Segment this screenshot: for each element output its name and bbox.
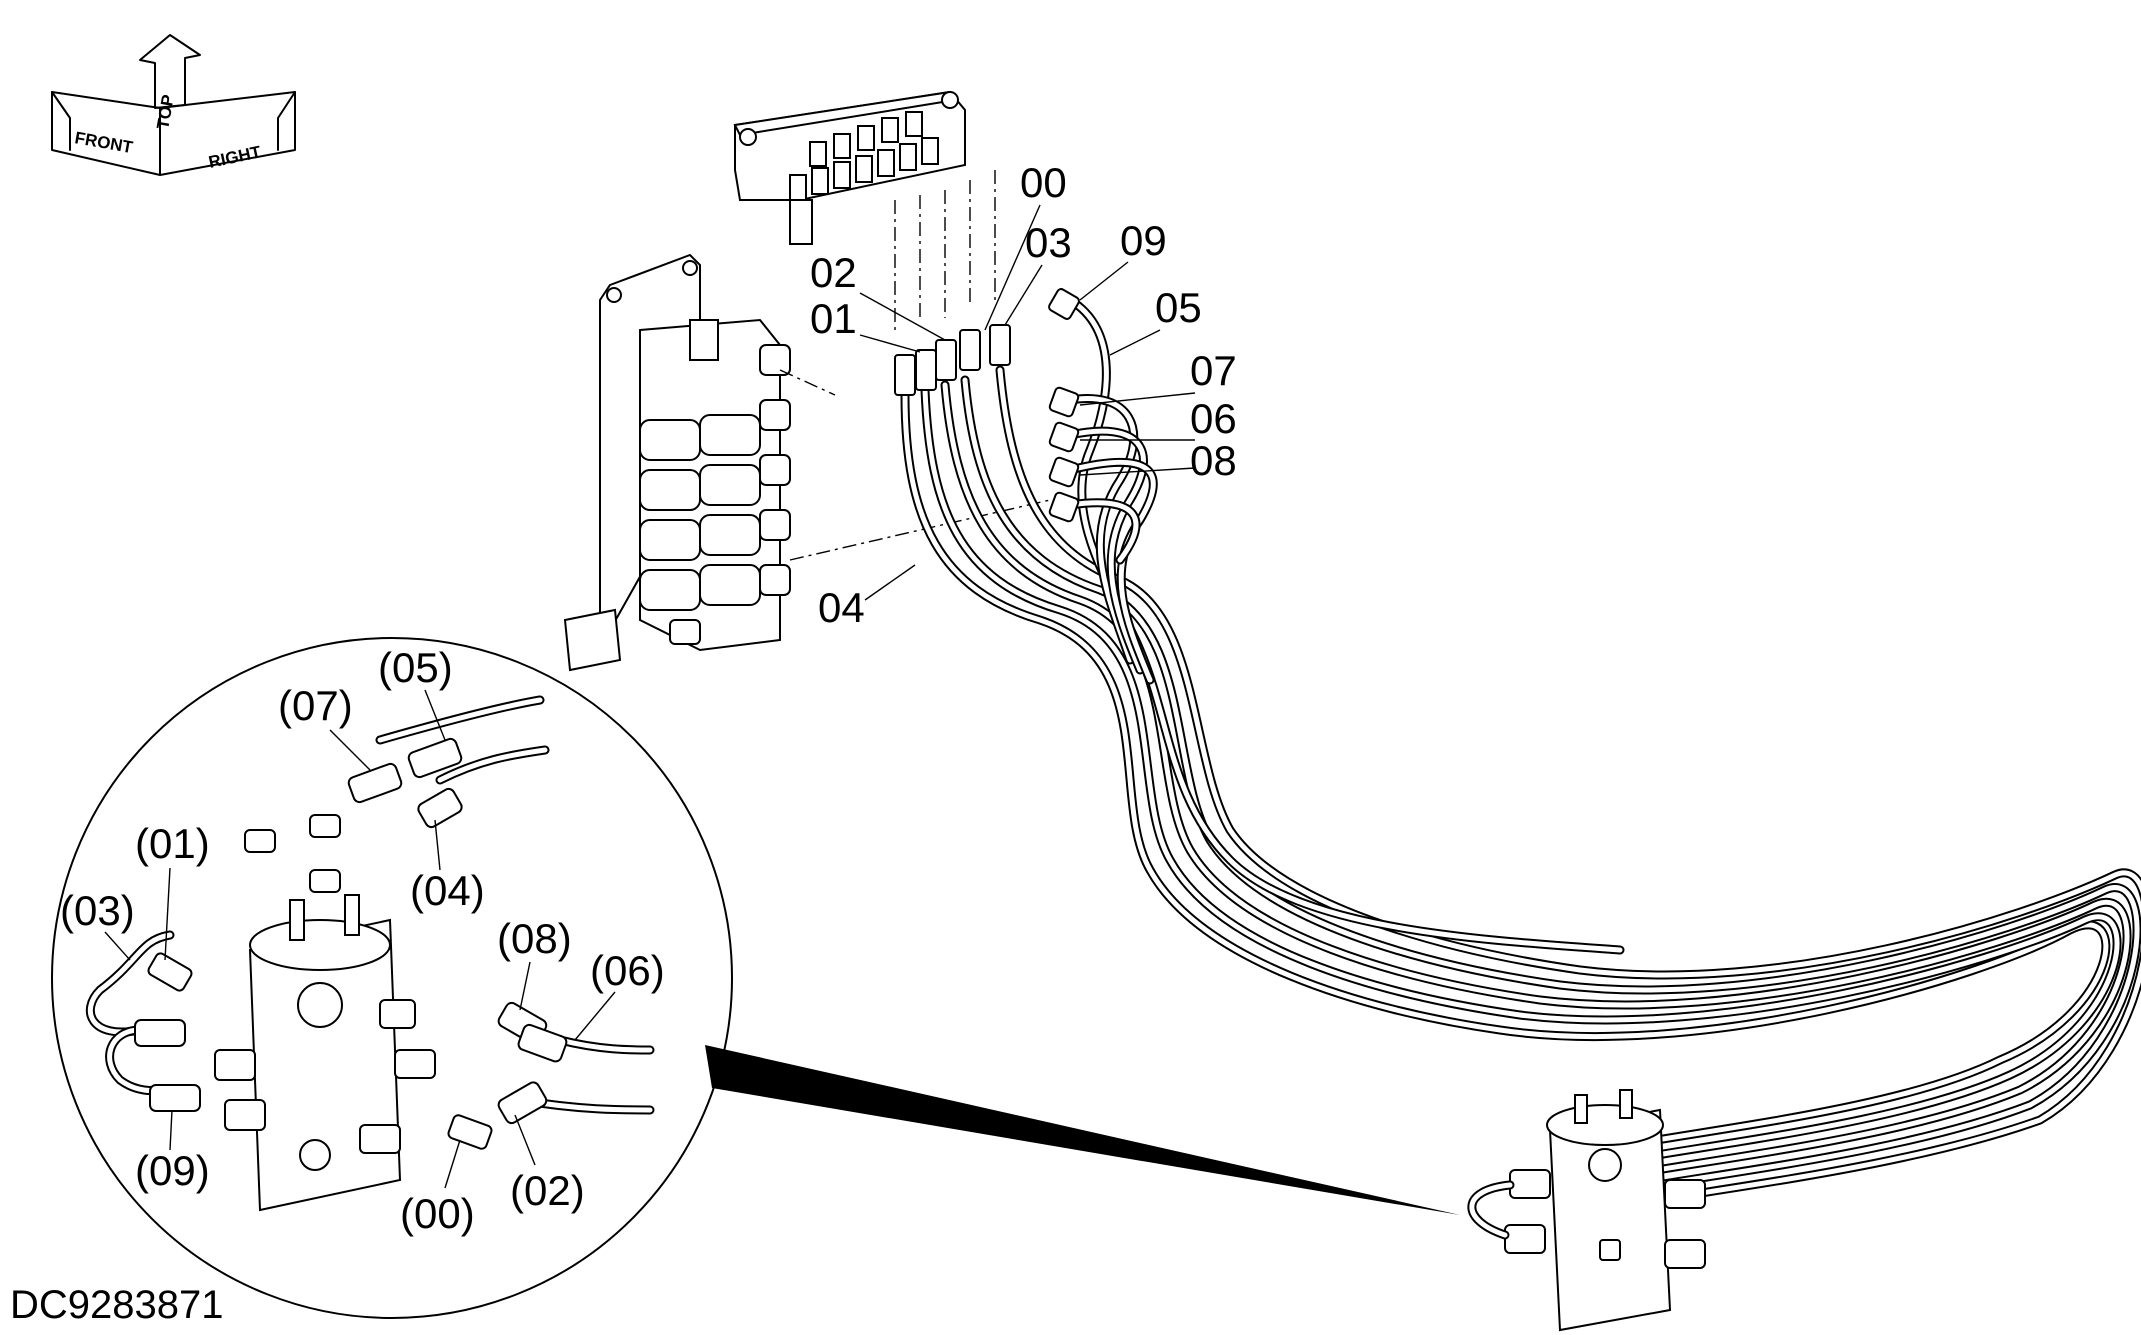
callout-05: 05 xyxy=(1155,284,1202,331)
drawing-id: DC9283871 xyxy=(10,1283,224,1327)
orientation-top-label: TOP xyxy=(153,93,178,130)
main-callouts: 00 03 09 02 01 05 07 06 08 04 xyxy=(810,159,1237,631)
callout-08: 08 xyxy=(1190,437,1237,484)
fitting-block-assembly xyxy=(733,90,996,330)
hose-end-fittings xyxy=(894,288,1080,523)
callout-06: 06 xyxy=(1190,395,1237,442)
callout-03: 03 xyxy=(1025,219,1072,266)
detail-callout-04: (04) xyxy=(410,867,485,914)
hose-bundle xyxy=(900,295,2141,1215)
detail-callout-05: (05) xyxy=(378,644,453,691)
detail-callout-07: (07) xyxy=(278,682,353,729)
detail-pointer-wedge xyxy=(705,1045,1460,1215)
callout-04: 04 xyxy=(818,584,865,631)
orientation-right-label: RIGHT xyxy=(207,142,263,172)
callout-00: 00 xyxy=(1020,159,1067,206)
fitting-nut-grid xyxy=(789,111,939,245)
swivel-joint-main xyxy=(1467,1089,1706,1332)
detail-callout-03: (03) xyxy=(60,887,135,934)
orientation-indicator: FRONT TOP RIGHT xyxy=(51,34,296,176)
solenoid-valve-bank xyxy=(563,253,1051,672)
orientation-front-label: FRONT xyxy=(73,128,135,157)
callout-07: 07 xyxy=(1190,347,1237,394)
detail-callout-02: (02) xyxy=(510,1167,585,1214)
detail-callout-09: (09) xyxy=(135,1147,210,1194)
callout-01: 01 xyxy=(810,295,857,342)
detail-circle xyxy=(51,637,733,1319)
detail-callout-00: (00) xyxy=(400,1190,475,1237)
callout-09: 09 xyxy=(1120,217,1167,264)
callout-02: 02 xyxy=(810,249,857,296)
detail-callout-08: (08) xyxy=(497,915,572,962)
detail-callout-06: (06) xyxy=(590,947,665,994)
detail-view: (05) (07) (01) (04) (03) (08) (06) (09) … xyxy=(51,637,733,1319)
detail-callout-01: (01) xyxy=(135,820,210,867)
solenoid-coils xyxy=(639,344,791,645)
